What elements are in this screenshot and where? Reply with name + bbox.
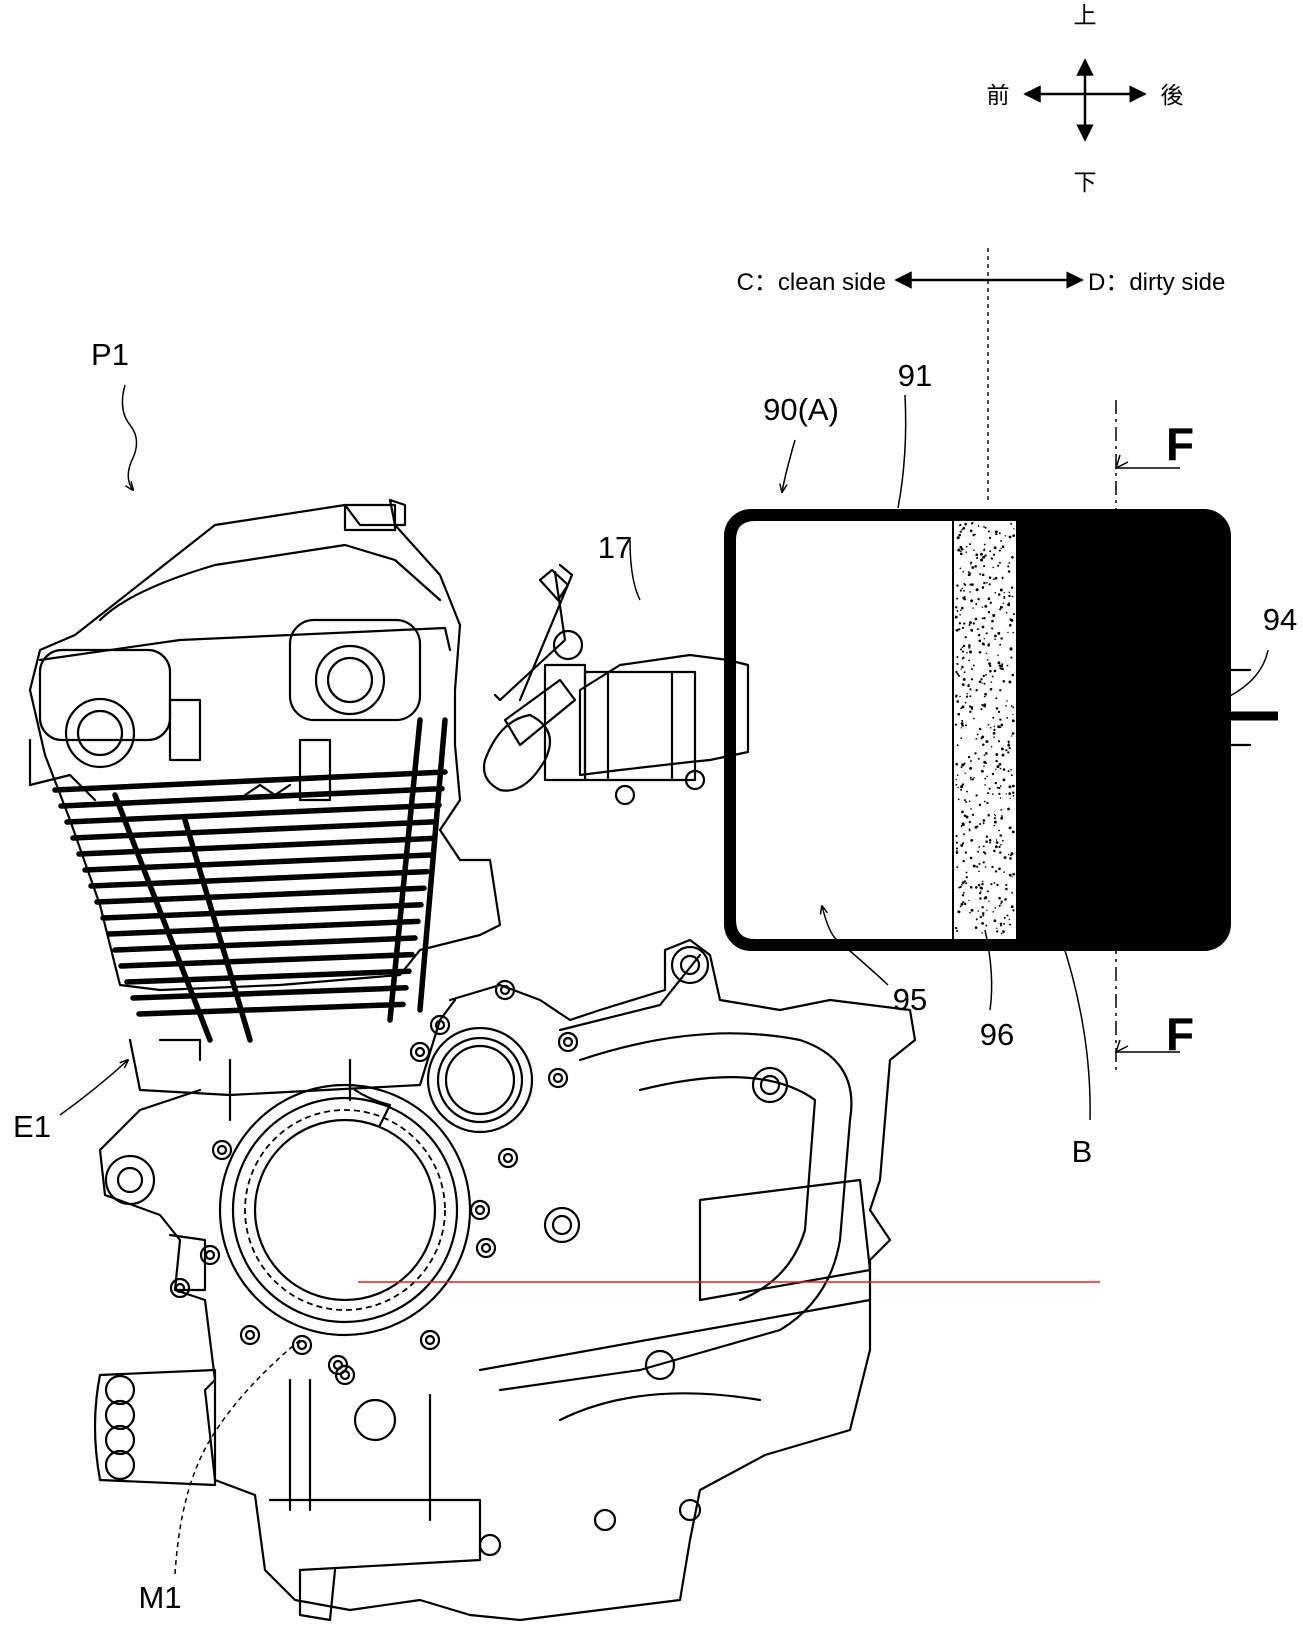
leader-91 [897, 394, 907, 509]
front-label: 前 [987, 83, 1010, 109]
label-p1: P1 [91, 337, 129, 372]
filter-media-dots [954, 521, 1016, 935]
engine [28, 384, 1100, 1622]
bolts [169, 979, 579, 1386]
label-90a: 90(A) [763, 392, 839, 427]
filter-element [952, 519, 1018, 941]
throttle-body [482, 539, 750, 806]
down-label: 下 [1074, 170, 1097, 196]
label-b: B [1072, 1134, 1093, 1169]
label-94: 94 [1263, 602, 1297, 637]
clean-side-label: C：clean side [737, 269, 886, 296]
label-m1: M1 [138, 1580, 181, 1615]
label-17: 17 [598, 530, 632, 565]
label-f-top: F [1166, 418, 1194, 470]
air-cleaner-box [724, 394, 1278, 1121]
label-95: 95 [893, 982, 927, 1017]
up-label: 上 [1074, 3, 1097, 29]
orientation-indicator: 上 下 前 後 [987, 3, 1184, 196]
dirty-side-label: D：dirty side [1088, 269, 1225, 296]
label-e1: E1 [13, 1109, 51, 1144]
cooling-fins [52, 769, 448, 1017]
rear-label: 後 [1161, 83, 1184, 109]
label-96: 96 [980, 1017, 1014, 1052]
side-indicator: C：clean side D：dirty side [737, 248, 1225, 500]
label-f-bottom: F [1166, 1008, 1194, 1060]
label-91: 91 [898, 358, 932, 393]
